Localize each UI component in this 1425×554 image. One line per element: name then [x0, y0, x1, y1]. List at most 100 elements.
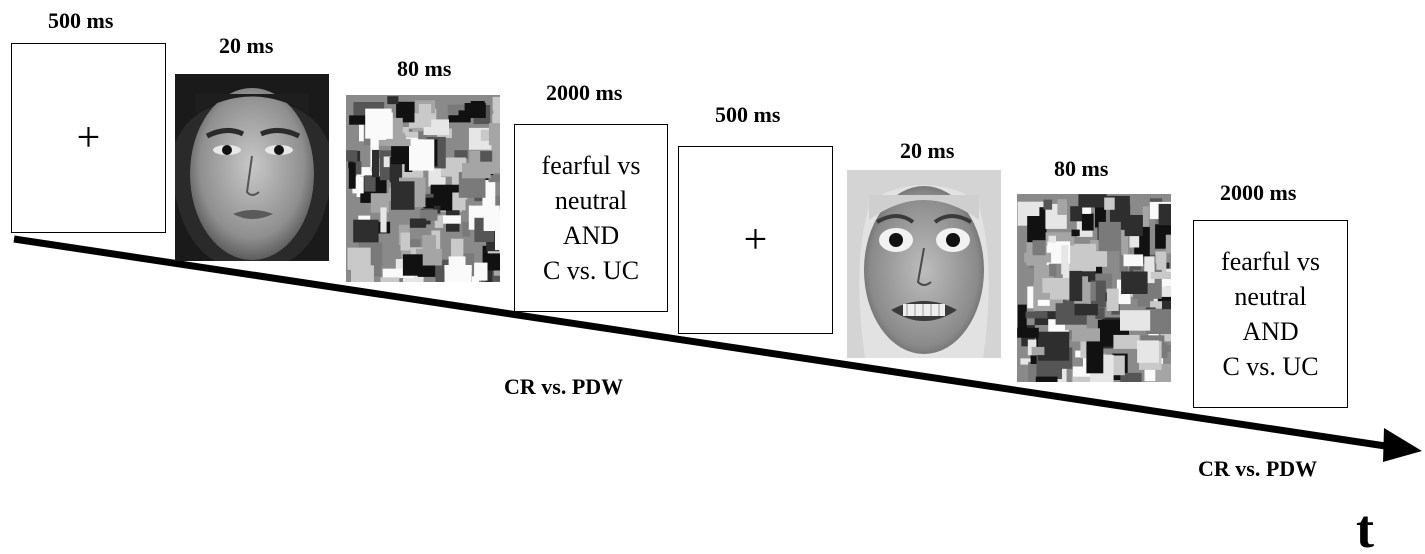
- mask-patch: [1017, 327, 1039, 338]
- mask-patch: [364, 175, 376, 192]
- mask-patch: [372, 149, 380, 178]
- mask-patch: [1087, 251, 1108, 267]
- mask-patch: [1098, 221, 1121, 252]
- mask-patch: [1150, 272, 1171, 279]
- mask-patch: [394, 132, 406, 144]
- mask-patch: [1120, 372, 1142, 382]
- mask-patch: [495, 229, 500, 251]
- mask-patch: [380, 207, 387, 233]
- fearful-face-image: [847, 170, 1001, 358]
- mask-patch: [353, 219, 379, 243]
- mask-patch: [448, 256, 466, 282]
- mask-patch: [488, 175, 500, 183]
- mask-patch: [420, 209, 438, 221]
- mask-patch: [488, 123, 500, 146]
- mask-patch: [1035, 376, 1058, 382]
- mask-patch: [1124, 215, 1143, 237]
- mask-patch: [1057, 199, 1067, 215]
- response-line: AND: [562, 221, 620, 250]
- mask-patch: [1104, 197, 1115, 210]
- response-line: fearful vs: [1221, 247, 1320, 276]
- mask-patch: [1155, 251, 1167, 279]
- mask-patch: [1072, 376, 1096, 382]
- mask-patch: [1017, 304, 1027, 337]
- mask-patch: [485, 265, 493, 282]
- mask-patch: [409, 218, 427, 228]
- mask-patch: [365, 108, 392, 139]
- mask-patch: [1162, 300, 1171, 310]
- mask-patch: [1069, 270, 1083, 302]
- mask-patch: [1081, 213, 1094, 231]
- mask-patch: [1086, 341, 1104, 374]
- mask-patch: [1121, 226, 1129, 256]
- mask-patch: [1038, 331, 1070, 361]
- mask-patch: [1071, 328, 1100, 342]
- mask-patch: [346, 150, 358, 162]
- mask-patch: [402, 254, 423, 276]
- mask-patch: [1071, 229, 1080, 237]
- mask-patch: [1032, 240, 1046, 256]
- fixation-screen-2: +: [678, 146, 833, 334]
- mask-patch: [348, 162, 356, 189]
- response-line: fearful vs: [541, 151, 641, 180]
- rating-label-1: CR vs. PDW: [504, 374, 624, 399]
- fixation-screen-1: +: [11, 43, 166, 233]
- rating-label-2: CR vs. PDW: [1198, 456, 1318, 481]
- mask-patch: [483, 209, 500, 231]
- mask-patch: [1158, 279, 1171, 287]
- mask-patch: [1123, 254, 1144, 267]
- neutral-face-drawing: [175, 74, 329, 261]
- neutral-face-image: [175, 74, 329, 261]
- mask-patch: [493, 109, 500, 124]
- mask-patch: [1072, 366, 1085, 382]
- mask-patch: [492, 96, 500, 111]
- face-duration-label-2: 20 ms: [900, 138, 955, 163]
- mask-patch: [1120, 310, 1151, 331]
- mask-patch: [1113, 334, 1140, 349]
- mask-patch: [448, 115, 471, 123]
- fixation-duration-label-2: 500 ms: [715, 102, 781, 127]
- mask-patch: [1165, 234, 1171, 254]
- mask-patch: [382, 268, 414, 278]
- response-duration-label-2: 2000 ms: [1220, 180, 1297, 205]
- fixation-cross-1: +: [76, 115, 101, 161]
- mask-patch: [1095, 307, 1105, 319]
- mask-patch: [1144, 256, 1155, 284]
- mask-patch: [1020, 358, 1033, 365]
- mask-patch: [434, 215, 444, 228]
- mask-patch: [1121, 271, 1148, 294]
- mask-patch: [1158, 203, 1171, 226]
- fearful-face-drawing: [847, 170, 1001, 358]
- mask-patch: [462, 163, 491, 179]
- mask-patch: [462, 221, 471, 237]
- mask-patch: [1027, 216, 1047, 246]
- response-question-2: fearful vs neutral AND C vs. UC: [1221, 244, 1320, 384]
- response-screen-1: fearful vs neutral AND C vs. UC: [514, 124, 668, 312]
- mask-patch: [418, 104, 432, 127]
- mask-duration-label-1: 80 ms: [397, 56, 452, 81]
- fixation-cross-2: +: [743, 217, 768, 263]
- timeline-line: [13, 235, 1393, 451]
- response-line: AND: [1242, 317, 1299, 346]
- timeline-arrowhead: [1383, 428, 1422, 462]
- time-axis-label: t: [1356, 499, 1374, 554]
- response-screen-2: fearful vs neutral AND C vs. UC: [1193, 220, 1348, 408]
- response-question-1: fearful vs neutral AND C vs. UC: [542, 148, 641, 288]
- mask-pattern-2: [1017, 194, 1171, 382]
- mask-patch: [1025, 311, 1048, 319]
- mask-pattern-1: [346, 95, 500, 282]
- mask-patch: [464, 103, 486, 118]
- mask-patch: [1142, 206, 1149, 232]
- mask-patch: [409, 139, 435, 171]
- mask-patch: [1037, 299, 1050, 306]
- mask-patch: [1078, 194, 1107, 208]
- mask-patch: [396, 101, 415, 123]
- mask-patch: [1162, 344, 1171, 352]
- mask-patch: [1090, 239, 1106, 251]
- response-duration-label-1: 2000 ms: [546, 80, 623, 105]
- mask-patch: [1106, 288, 1119, 311]
- response-line: neutral: [1234, 282, 1307, 311]
- mask-patch: [1061, 245, 1069, 275]
- mask-patch: [1048, 235, 1056, 243]
